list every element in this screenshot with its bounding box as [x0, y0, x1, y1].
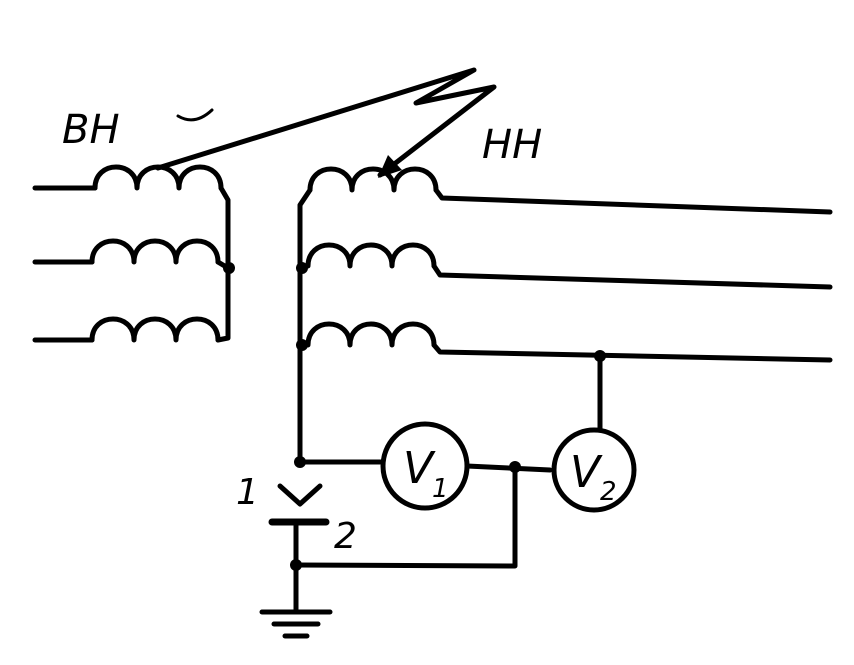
meter-junction — [509, 461, 521, 473]
lv-coil-2 — [305, 242, 437, 269]
v2-phase-tap-junction — [594, 350, 606, 362]
lv-line-2 — [431, 263, 833, 290]
lv-winding-group — [296, 166, 833, 465]
hv-coil-3 — [89, 316, 221, 343]
lv-line-3 — [431, 342, 833, 363]
hv-star-junction — [223, 262, 235, 274]
voltmeter-v1-index: 1 — [432, 474, 449, 504]
spark-gap-electrode-label: 1 — [236, 472, 259, 513]
voltmeter-v2: V 2 — [551, 427, 637, 513]
hv-winding-group — [32, 164, 235, 343]
lv-line-1 — [433, 187, 833, 215]
measurement-circuit: V 1 V 2 — [259, 350, 637, 639]
lv-junction-2 — [296, 262, 308, 274]
spark-gap-plate-label: 2 — [334, 516, 357, 557]
voltmeter-v1-symbol: V — [403, 443, 436, 494]
breakdown-arrow — [155, 67, 497, 178]
voltmeter-v2-ring — [551, 427, 637, 513]
spark-gap-electrode — [277, 483, 323, 507]
meter-link-wire — [464, 463, 553, 473]
lv-neutral-bus — [297, 187, 313, 465]
voltmeter-v1: V 1 — [380, 421, 470, 511]
voltmeter-v2-symbol: V — [570, 447, 603, 498]
ground-symbol — [259, 609, 333, 639]
voltmeter-v1-ring — [380, 421, 470, 511]
lv-winding-label: HH — [482, 122, 542, 168]
spark-gap-junction — [290, 559, 302, 571]
spark-gap — [268, 483, 330, 613]
lv-coil-3 — [305, 321, 437, 348]
hv-winding-label: BH — [62, 107, 120, 153]
lv-junction-3 — [296, 339, 308, 351]
hv-coil-2 — [89, 238, 221, 265]
breakdown-zigzag — [155, 67, 497, 178]
lv-coil-1 — [307, 166, 439, 193]
neutral-junction — [294, 456, 306, 468]
hv-label-mark — [176, 108, 214, 122]
voltmeter-v2-index: 2 — [600, 477, 617, 507]
plate-return-wire — [293, 463, 518, 569]
